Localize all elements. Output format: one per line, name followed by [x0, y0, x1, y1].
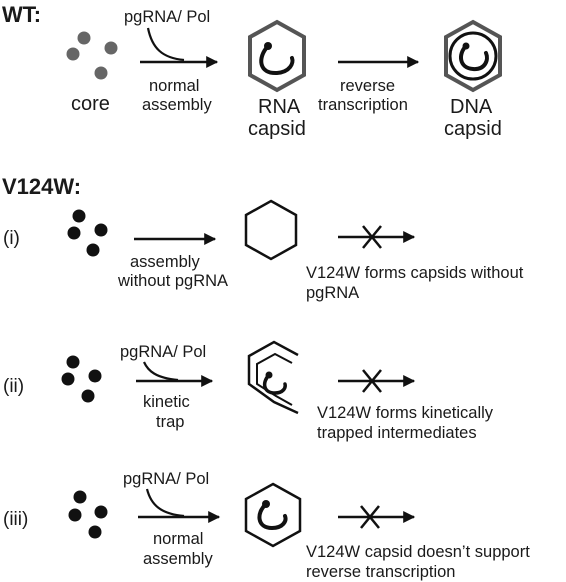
mutant-core-dimers [68, 490, 108, 539]
rna-capsid-label-1: RNA [258, 96, 301, 118]
rna-capsid-label-2: capsid [248, 118, 306, 140]
wt-cofactor-label: pgRNA/ Pol [124, 8, 210, 26]
hexagon-capsid-shell [444, 19, 502, 93]
dna-strand [459, 44, 489, 72]
core-dot [94, 505, 108, 519]
pgrna-strand [262, 373, 287, 395]
core-dot [104, 41, 118, 55]
core-dot [68, 508, 82, 522]
case-numeral: (ii) [3, 376, 24, 397]
hexagon-capsid-shell [244, 482, 302, 548]
polymerase-dot [262, 500, 270, 508]
core-dot [77, 31, 91, 45]
result-label-2: pgRNA [306, 284, 359, 302]
core-dot [73, 490, 87, 504]
cofactor-curve [146, 27, 185, 62]
polymerase-dot [264, 42, 272, 50]
polymerase-dot [462, 42, 470, 50]
wt-header: WT: [2, 2, 41, 27]
core-dot [88, 369, 102, 383]
partial-hexagon-inner [256, 352, 293, 406]
core-dot [72, 209, 86, 223]
core-label: core [71, 93, 110, 115]
block-cross-icon [362, 225, 382, 249]
assembly-label-2: without pgRNA [117, 272, 228, 290]
assembly-label-1: normal [153, 530, 203, 548]
core-dot [66, 355, 80, 369]
cofactor-label: pgRNA/ Pol [120, 343, 206, 361]
hexagon-capsid-shell [248, 19, 306, 93]
block-cross-icon [360, 505, 380, 529]
dna-capsid-label-1: DNA [450, 96, 493, 118]
mutant-header: V124W: [2, 174, 81, 199]
core-dot [94, 223, 108, 237]
result-label-1: V124W forms kinetically [317, 404, 494, 422]
dna-outer-ring [448, 31, 498, 81]
case-iii: (iii) pgRNA/ Pol normal assembly V124W c… [3, 470, 530, 581]
assembly-label-1: kinetic [143, 393, 190, 411]
trapped-intermediate [247, 340, 299, 415]
dna-capsid-label-2: capsid [444, 118, 502, 140]
empty-capsid-hexagon [244, 199, 298, 261]
cofactor-curve [145, 488, 185, 518]
case-numeral: (i) [3, 228, 20, 249]
core-dot [67, 226, 81, 240]
assembly-label-2: assembly [143, 550, 213, 568]
core-dot [66, 47, 80, 61]
core-dot [81, 389, 95, 403]
result-label-1: V124W capsid doesn’t support [306, 543, 530, 561]
case-ii: (ii) pgRNA/ Pol kinetic trap V124W forms… [3, 340, 494, 442]
mutant-core-dimers [67, 209, 108, 257]
pgrna-strand [257, 502, 288, 531]
core-dot [61, 372, 75, 386]
cofactor-label: pgRNA/ Pol [123, 470, 209, 488]
cofactor-curve [142, 361, 179, 382]
case-numeral: (iii) [3, 509, 28, 530]
assembly-label-2: assembly [142, 96, 212, 114]
assembly-label-1: normal [149, 77, 199, 95]
core-dot [86, 243, 100, 257]
wt-section: WT: core pgRNA/ Pol normal assembly RNA … [2, 2, 502, 140]
core-dot [94, 66, 108, 80]
wt-core-dimers [66, 31, 118, 80]
core-dot [88, 525, 102, 539]
polymerase-dot [265, 371, 273, 379]
mutant-capsid [244, 482, 302, 548]
assembly-label-1: assembly [130, 253, 200, 271]
rt-label-2: transcription [318, 96, 408, 114]
block-cross-icon [362, 369, 382, 393]
rna-capsid [248, 19, 306, 93]
pgrna-strand [259, 44, 295, 75]
rt-label-1: reverse [340, 77, 395, 95]
partial-hexagon-outer [247, 340, 299, 415]
result-label-1: V124W forms capsids without [306, 264, 524, 282]
result-label-2: reverse transcription [306, 563, 455, 581]
assembly-label-2: trap [156, 413, 184, 431]
case-i: (i) assembly without pgRNA V124W forms c… [3, 199, 524, 302]
dna-capsid [444, 19, 502, 93]
mutant-core-dimers [61, 355, 102, 403]
result-label-2: trapped intermediates [317, 424, 477, 442]
